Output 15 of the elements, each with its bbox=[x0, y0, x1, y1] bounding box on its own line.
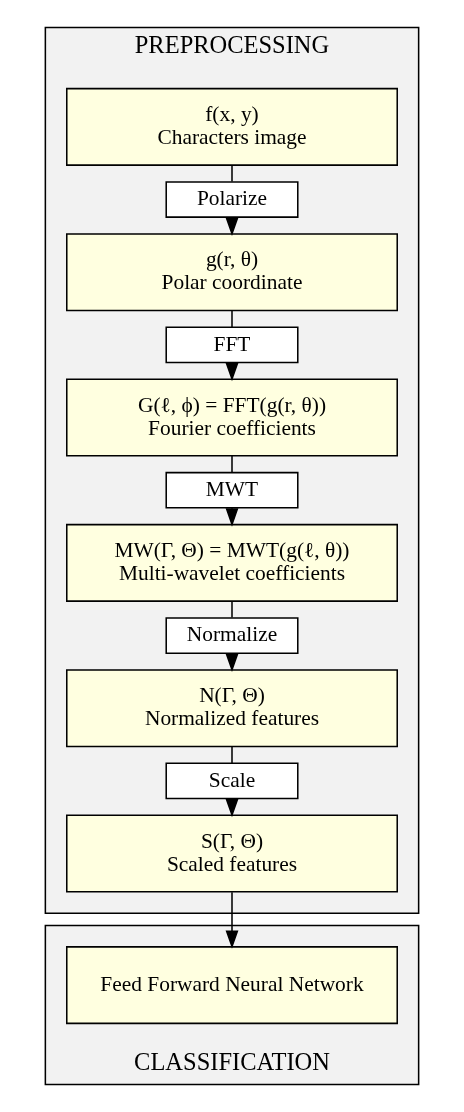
connector bbox=[231, 745, 233, 764]
connector bbox=[231, 600, 233, 619]
node-box: Feed Forward Neural Network bbox=[66, 946, 398, 1025]
connector bbox=[231, 164, 233, 183]
node-box: g(r, θ) Polar coordinate bbox=[66, 233, 398, 312]
arrow bbox=[225, 217, 239, 236]
node-box: S(Γ, Θ) Scaled features bbox=[66, 814, 398, 893]
connector bbox=[231, 455, 233, 474]
connector bbox=[231, 309, 233, 328]
node-box: MW(Γ, Θ) = MWT(g(ℓ, θ)) Multi-wavelet coefficients bbox=[66, 523, 398, 602]
arrow bbox=[225, 891, 239, 949]
node-box: G(ℓ, ϕ) = FFT(g(r, θ)) Fourier coefficients bbox=[66, 378, 398, 457]
node-box: N(Γ, Θ) Normalized features bbox=[66, 669, 398, 748]
node-box: f(x, y) Characters image bbox=[66, 87, 398, 166]
arrow bbox=[225, 653, 239, 672]
